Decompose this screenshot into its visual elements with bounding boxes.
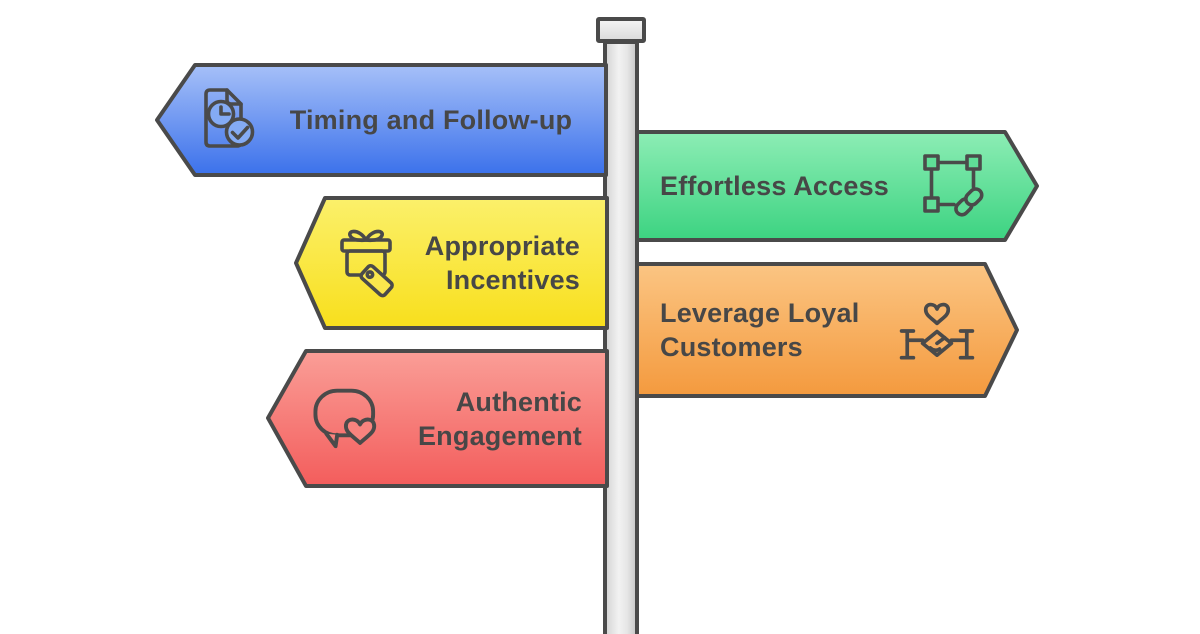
selection-frame-link-icon [920, 151, 990, 221]
sign-timing-and-follow-up: Timing and Follow-up [153, 62, 609, 178]
sign-label-line: Engagement [417, 420, 582, 451]
sign-label-line: Customers [660, 332, 803, 362]
sign-leverage-loyal-customers: Leverage Loyal Customers [634, 261, 1020, 399]
sign-label: Effortless Access [660, 171, 890, 201]
sign-label-line: Leverage Loyal [660, 298, 860, 328]
sign-arrow-shape [635, 262, 1019, 398]
sign-label: Authentic Engagement [384, 385, 582, 453]
sign-appropriate-incentives: Appropriate Incentives [292, 195, 610, 331]
sign-label: Appropriate Incentives [402, 229, 580, 297]
sign-authentic-engagement: Authentic Engagement [264, 348, 610, 489]
sign-label-line: Incentives [445, 265, 580, 295]
sign-label: Timing and Follow-up [289, 105, 573, 135]
sign-label-line: Authentic [455, 386, 582, 417]
document-clock-check-icon [195, 86, 263, 154]
signpost-pole-cap [596, 17, 646, 43]
sign-label-line: Appropriate [424, 231, 580, 261]
sign-arrow-shape [266, 349, 609, 488]
sign-label: Leverage Loyal Customers [660, 296, 859, 364]
gift-with-tag-icon [330, 224, 402, 302]
heart-handshake-icon [898, 297, 976, 363]
sign-arrow-shape [155, 63, 608, 177]
speech-bubble-heart-icon [310, 385, 384, 453]
sign-effortless-access: Effortless Access [634, 129, 1040, 243]
